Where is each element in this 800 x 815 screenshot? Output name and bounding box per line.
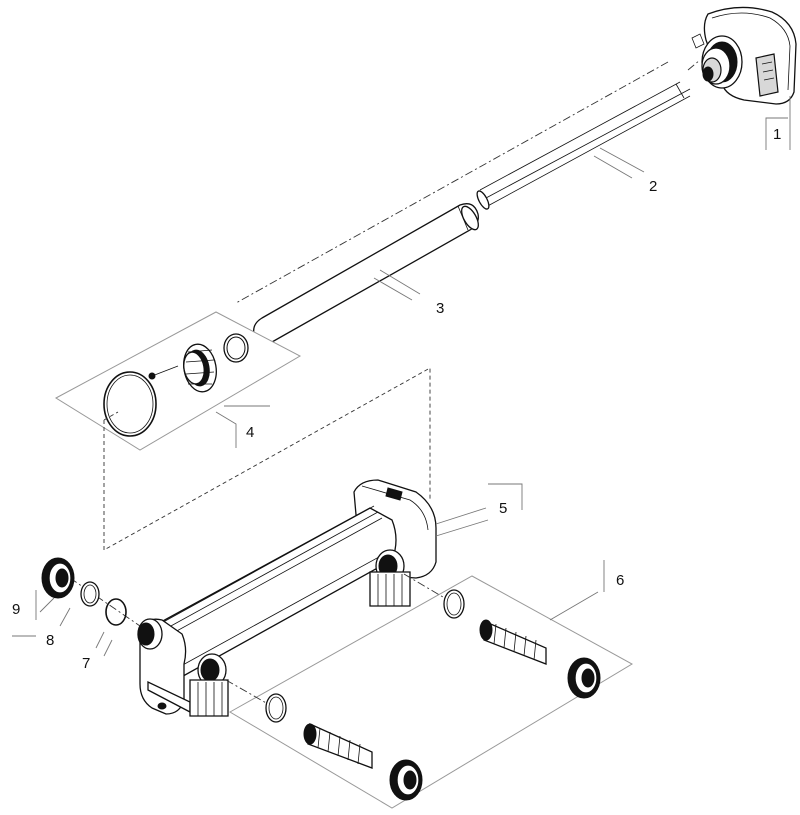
callout-2-label: 2 bbox=[649, 178, 657, 195]
hose-connector-lower bbox=[265, 693, 423, 801]
callout-8-label: 8 bbox=[46, 632, 54, 649]
callout-7-label: 7 bbox=[82, 655, 90, 672]
leader-8 bbox=[12, 607, 71, 637]
o-ring-large bbox=[103, 371, 157, 437]
leader-1 bbox=[765, 96, 791, 150]
leader-7 bbox=[95, 631, 113, 657]
quartz-tube bbox=[476, 81, 691, 210]
o-ring-small-inner bbox=[226, 336, 246, 360]
hose-connector-upper bbox=[443, 589, 601, 699]
callout-9-label: 9 bbox=[12, 601, 20, 618]
callout-1-label: 1 bbox=[773, 126, 781, 143]
assembly-axis-line bbox=[235, 61, 669, 304]
main-housing bbox=[137, 479, 437, 717]
leader-4 bbox=[215, 405, 270, 448]
callout-3-label: 3 bbox=[436, 300, 444, 317]
callout-5-label: 5 bbox=[499, 500, 507, 517]
callout-4-label: 4 bbox=[246, 424, 254, 441]
screw bbox=[148, 365, 179, 380]
callout-6-label: 6 bbox=[616, 572, 624, 589]
end-cap-head bbox=[691, 6, 797, 105]
washer bbox=[80, 581, 100, 607]
clamp-ring bbox=[183, 343, 217, 393]
assembly-dashed-frame bbox=[103, 367, 431, 551]
leader-9 bbox=[35, 590, 55, 620]
o-ring-small bbox=[223, 333, 249, 363]
union-nut bbox=[41, 557, 75, 599]
seal-ring bbox=[105, 598, 127, 626]
leader-6 bbox=[549, 560, 605, 621]
assembly-axis-line-lower bbox=[687, 59, 701, 71]
leader-3 bbox=[373, 269, 421, 301]
leader-5 bbox=[435, 483, 523, 537]
leader-2 bbox=[593, 147, 645, 179]
uv-lamp bbox=[253, 203, 479, 345]
